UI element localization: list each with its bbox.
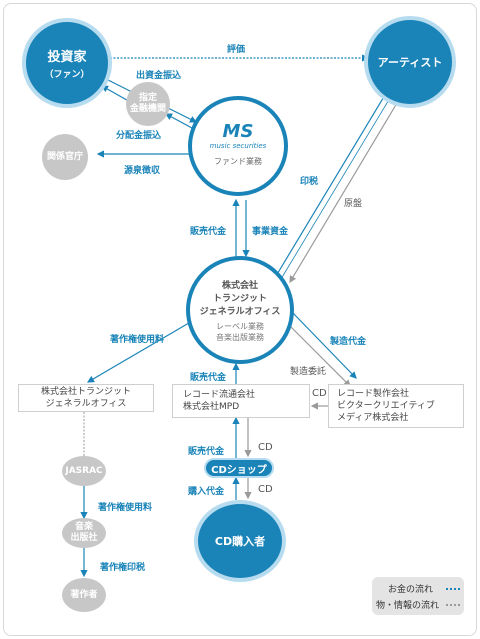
legend: お金の流れ 物・情報の流れ (372, 577, 464, 615)
label-printing: 印税 (300, 177, 319, 187)
line-production-fee (291, 311, 357, 379)
jasrac-node: JASRAC (62, 456, 106, 486)
publisher-node: 音楽 出版社 (62, 518, 106, 548)
tgo-box-node: 株式会社トランジット ジェネラルオフィス (18, 384, 154, 412)
music-securities-node: MS music securities ファンド業務 (188, 96, 288, 196)
transit-general-office-node: 株式会社 トランジット ジェネラルオフィス レーベル業務 音楽出版業務 (186, 256, 294, 364)
label-royalty: 著作権印税 (100, 563, 146, 573)
maker-node: レコード製作会社 ビクタークリエイティブ メディア株式会社 (328, 384, 464, 428)
label-cd-low-top: CD (258, 442, 273, 453)
maker-line3: メディア株式会社 (337, 413, 409, 423)
legend-goods-swatch (446, 604, 460, 606)
label-master: 原盤 (344, 199, 363, 209)
label-distribution: 分配金振込 (116, 131, 162, 141)
label-sales-mid: 販売代金 (190, 373, 227, 383)
label-sales-top: 販売代金 (190, 227, 227, 237)
tax-office-node: 関係官庁 (42, 134, 88, 180)
legend-money-swatch (446, 588, 460, 590)
designated-org-node: 指定 金融機関 (126, 82, 170, 126)
label-production-fee: 製造代金 (330, 337, 367, 347)
legend-goods-label: 物・情報の流れ (376, 601, 440, 611)
author-node: 著作者 (62, 578, 106, 612)
tgo-ops2: 音楽出版業務 (216, 332, 264, 342)
label-copyright: 著作権使用料 (110, 335, 165, 345)
investor-node: 投資家 （ファン） (22, 18, 112, 108)
label-investment: 出資金振込 (136, 71, 182, 81)
maker-line2: ビクタークリエイティブ (337, 401, 435, 411)
label-project-fund: 事業資金 (252, 227, 289, 237)
label-withholding: 源泉徴収 (124, 166, 161, 176)
distributor-node: レコード流通会社 株式会社MPD (172, 384, 310, 418)
label-production-order: 製造委託 (290, 367, 327, 377)
line-printing (275, 88, 389, 277)
cd-shop-label: CDショップ (211, 464, 267, 476)
label-sales-low: 販売代金 (188, 447, 225, 457)
cd-shop-node: CDショップ (204, 458, 274, 478)
tax-office-label: 関係官庁 (46, 151, 83, 162)
artist-node: アーティスト (364, 16, 456, 108)
tgo-line3: ジェネラルオフィス (199, 306, 281, 317)
label-evaluation: 評価 (227, 45, 246, 55)
label-copyright-2: 著作権使用料 (98, 503, 153, 513)
investor-title: 投資家 (47, 50, 87, 65)
label-cd-low-bottom: CD (258, 484, 273, 495)
cd-buyer-label: CD購入者 (214, 535, 266, 548)
tgo-box-line2: ジェネラルオフィス (45, 399, 127, 409)
ms-fund-ops: ファンド業務 (214, 157, 262, 166)
distributor-line1: レコード流通会社 (183, 390, 256, 400)
tgo-line1: 株式会社 (221, 280, 258, 291)
jasrac-label: JASRAC (65, 465, 103, 476)
label-cd-mid: CD (312, 388, 327, 399)
label-purchase: 購入代金 (188, 487, 225, 497)
distributor-line2: 株式会社MPD (183, 402, 240, 412)
publisher-label: 音楽 出版社 (70, 522, 98, 543)
ms-logo-mark: MS (222, 121, 254, 142)
artist-title: アーティスト (377, 56, 443, 69)
cd-buyer-node: CD購入者 (194, 500, 286, 582)
ms-name: music securities (209, 142, 267, 150)
legend-money-label: お金の流れ (388, 585, 434, 595)
line-copyright (86, 319, 195, 383)
designated-org-label: 指定 金融機関 (129, 93, 166, 114)
maker-line1: レコード製作会社 (337, 389, 410, 399)
line-distribution (164, 113, 193, 129)
author-label: 著作者 (70, 589, 98, 600)
tgo-line2: トランジット (212, 293, 267, 304)
tgo-ops1: レーベル業務 (216, 321, 264, 331)
tgo-box-line1: 株式会社トランジット (40, 387, 131, 397)
investor-subtitle: （ファン） (44, 70, 90, 80)
line-production-order (285, 321, 351, 387)
line-master (289, 97, 401, 284)
